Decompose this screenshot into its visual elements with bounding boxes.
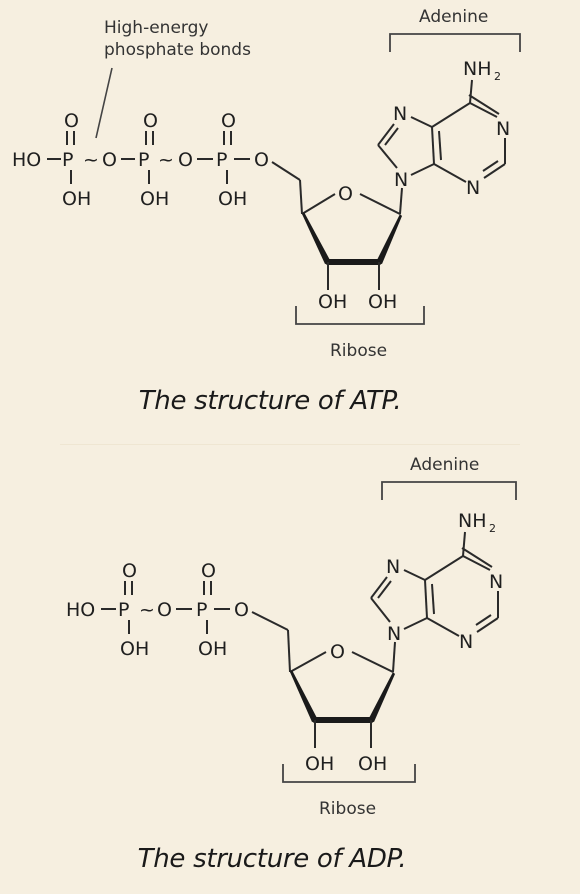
adp-n9: N xyxy=(387,623,401,645)
adp-n1: N xyxy=(489,571,503,593)
adp-ho: HO xyxy=(66,599,95,621)
atp-oh3: OH xyxy=(218,188,247,210)
adp-oh2: OH xyxy=(198,638,227,660)
section-divider xyxy=(60,444,520,445)
adp-p2: P xyxy=(196,599,207,621)
atp-tilde2: ~ xyxy=(158,149,174,171)
atp-n7: N xyxy=(393,103,407,125)
adp-ribose-oh1: OH xyxy=(305,753,334,775)
adp-caption: The structure of ADP. xyxy=(137,844,407,874)
atp-p1: P xyxy=(62,149,73,171)
atp-o-ester: O xyxy=(254,149,269,171)
atp-structure: High-energy phosphate bonds HO P ~ O P ~… xyxy=(12,7,521,361)
callout-pointer xyxy=(95,67,113,139)
adp-o-top1: O xyxy=(122,560,137,582)
atp-n1: N xyxy=(496,118,510,140)
adp-o-top2: O xyxy=(201,560,216,582)
adp-adenine-bracket xyxy=(381,481,517,500)
atp-oh1: OH xyxy=(62,188,91,210)
adp-o-bridge1: O xyxy=(157,599,172,621)
atp-ribose-label: Ribose xyxy=(330,341,387,361)
adp-o-ester: O xyxy=(234,599,249,621)
atp-ring-o: O xyxy=(338,183,353,205)
atp-ho: HO xyxy=(12,149,41,171)
adp-nh2: NH xyxy=(458,510,487,532)
adp-n3: N xyxy=(459,631,473,653)
high-energy-label-line2: phosphate bonds xyxy=(104,40,251,60)
atp-tilde1: ~ xyxy=(83,149,99,171)
ribose-bracket xyxy=(295,306,425,325)
adp-structure: HO P ~ O P O O O OH OH O xyxy=(66,455,517,819)
atp-caption: The structure of ATP. xyxy=(138,386,402,416)
high-energy-label-line1: High-energy xyxy=(104,18,208,38)
adp-ribose-label: Ribose xyxy=(319,799,376,819)
atp-nh2-sub: 2 xyxy=(494,70,501,83)
adp-nh2-sub: 2 xyxy=(489,522,496,535)
atp-n9: N xyxy=(394,169,408,191)
adp-adenine-label: Adenine xyxy=(410,455,479,475)
atp-ribose-oh2: OH xyxy=(368,291,397,313)
adp-ribose-oh2: OH xyxy=(358,753,387,775)
atp-adenine-label: Adenine xyxy=(419,7,488,27)
atp-ribose-oh1: OH xyxy=(318,291,347,313)
adenine-bracket xyxy=(389,33,521,52)
atp-o-top2: O xyxy=(143,110,158,132)
adp-n7: N xyxy=(386,556,400,578)
atp-o-bridge1: O xyxy=(102,149,117,171)
atp-p2: P xyxy=(138,149,149,171)
atp-n3: N xyxy=(466,177,480,199)
adp-tilde1: ~ xyxy=(139,599,155,621)
atp-o-top3: O xyxy=(221,110,236,132)
atp-o-bridge2: O xyxy=(178,149,193,171)
adp-oh1: OH xyxy=(120,638,149,660)
adp-ribose-bracket xyxy=(282,764,416,783)
adp-ring-o: O xyxy=(330,641,345,663)
atp-o-top1: O xyxy=(64,110,79,132)
adp-p1: P xyxy=(118,599,129,621)
atp-oh2: OH xyxy=(140,188,169,210)
atp-p3: P xyxy=(216,149,227,171)
atp-nh2: NH xyxy=(463,58,492,80)
